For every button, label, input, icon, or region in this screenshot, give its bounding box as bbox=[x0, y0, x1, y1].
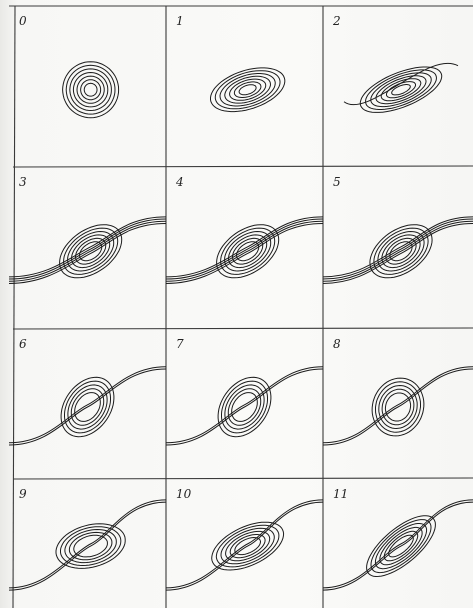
vortex-plot bbox=[323, 6, 473, 167]
panel-5: 5 bbox=[323, 167, 473, 329]
panel-11: 11 bbox=[323, 479, 473, 608]
vortex-plot bbox=[323, 329, 473, 479]
filament-line bbox=[323, 369, 473, 445]
panel-9: 9 bbox=[9, 479, 166, 608]
vortex-plot bbox=[323, 167, 473, 329]
panel-label: 0 bbox=[19, 14, 27, 28]
filament-line bbox=[323, 221, 473, 281]
contour-line bbox=[81, 80, 101, 100]
vortex-plot bbox=[166, 167, 323, 329]
vortex-plot bbox=[9, 6, 166, 167]
contour-line bbox=[371, 73, 431, 107]
panel-label: 2 bbox=[333, 14, 341, 28]
contour-line bbox=[73, 73, 107, 107]
vortex-plot bbox=[166, 329, 323, 479]
filament-line bbox=[166, 369, 323, 445]
panel-10: 10 bbox=[166, 479, 323, 608]
panel-label: 1 bbox=[176, 14, 184, 28]
panel-7: 7 bbox=[166, 329, 323, 479]
panel-label: 10 bbox=[176, 487, 191, 501]
vortex-plot bbox=[9, 329, 166, 479]
filament-line bbox=[323, 500, 473, 588]
contour-line bbox=[84, 83, 97, 96]
panel-6: 6 bbox=[9, 329, 166, 479]
contour-line bbox=[70, 69, 112, 111]
contour-line bbox=[63, 62, 119, 118]
panel-1: 1 bbox=[166, 6, 323, 167]
vortex-plot bbox=[166, 6, 323, 167]
panel-label: 3 bbox=[19, 175, 27, 189]
contour-line bbox=[239, 85, 256, 95]
filament-line bbox=[9, 369, 166, 445]
panel-8: 8 bbox=[323, 329, 473, 479]
contour-line bbox=[234, 82, 261, 98]
filament-line bbox=[166, 500, 323, 588]
panel-3: 3 bbox=[9, 167, 166, 329]
vortex-plot bbox=[9, 479, 166, 608]
panel-grid: 0 1 2 3 4 5 6 7 8 9 10 11 bbox=[9, 6, 473, 608]
panel-0: 0 bbox=[9, 6, 166, 167]
panel-4: 4 bbox=[166, 167, 323, 329]
filament-line bbox=[9, 500, 166, 588]
panel-label: 8 bbox=[333, 337, 341, 351]
panel-label: 6 bbox=[19, 337, 27, 351]
panel-label: 7 bbox=[176, 337, 184, 351]
panel-label: 11 bbox=[333, 487, 348, 501]
panel-label: 5 bbox=[333, 175, 341, 189]
vortex-plot bbox=[9, 167, 166, 329]
panel-label: 4 bbox=[176, 175, 184, 189]
panel-2: 2 bbox=[323, 6, 473, 167]
panel-label: 9 bbox=[19, 487, 27, 501]
